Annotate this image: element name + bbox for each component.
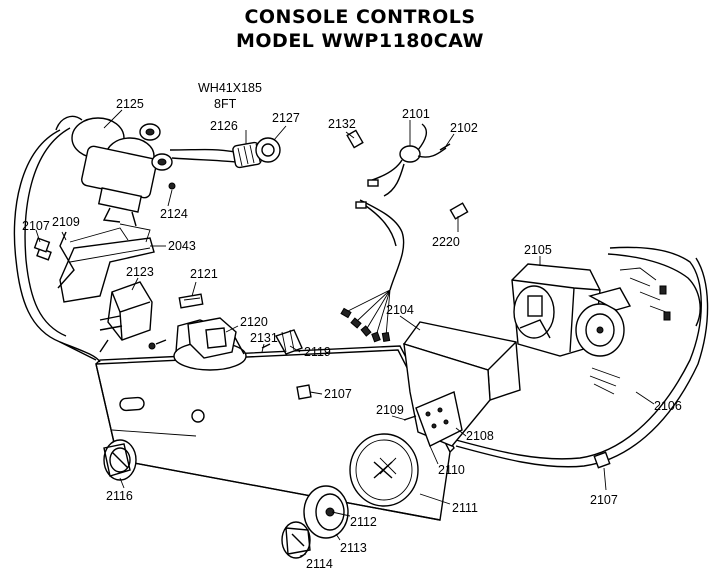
label-2132: 2132 <box>328 117 356 131</box>
model-number: MODEL WWP1180CAW <box>235 30 484 52</box>
wire-harness-loops <box>13 127 709 468</box>
connector-2220 <box>449 202 469 220</box>
label-2120: 2120 <box>240 315 268 329</box>
label-2131: 2131 <box>250 331 278 345</box>
label-2104: 2104 <box>386 303 414 317</box>
timer-2105 <box>511 253 701 395</box>
clip-2121 <box>178 293 204 309</box>
label-2125: 2125 <box>116 97 144 111</box>
knob-2114 <box>281 521 311 559</box>
label-2121: 2121 <box>190 267 218 281</box>
label-2127: 2127 <box>272 111 300 125</box>
label-2109-left: 2109 <box>52 215 80 229</box>
label-8ft: 8FT <box>214 97 237 111</box>
connector-2107-left <box>33 237 51 253</box>
label-2119: 2119 <box>304 345 331 359</box>
label-2101: 2101 <box>402 107 430 121</box>
label-2112: 2112 <box>350 515 377 529</box>
label-2126: 2126 <box>210 119 238 133</box>
label-2107-left: 2107 <box>22 219 50 233</box>
water-valve-assembly <box>55 115 237 227</box>
part-labels: 2125 WH41X185 8FT 2126 2127 2132 2101 21… <box>22 81 682 571</box>
bracket-2043 <box>36 223 155 303</box>
screw-2124 <box>168 182 176 190</box>
leader-lines <box>35 109 655 557</box>
label-2107-center: 2107 <box>324 387 352 401</box>
console-panel <box>95 345 455 521</box>
connector-2107-center <box>296 384 312 400</box>
diagram-title: CONSOLE CONTROLS <box>244 6 476 28</box>
label-2107-right: 2107 <box>590 493 618 507</box>
label-2109-right: 2109 <box>376 403 404 417</box>
label-2114: 2114 <box>306 557 333 571</box>
label-2106: 2106 <box>654 399 682 413</box>
label-2043: 2043 <box>168 239 196 253</box>
label-2108: 2108 <box>466 429 494 443</box>
pressure-switch-2120 <box>148 317 247 371</box>
label-2105: 2105 <box>524 243 552 257</box>
label-2110: 2110 <box>438 463 465 477</box>
harness-2101 <box>340 123 451 343</box>
label-2220: 2220 <box>432 235 460 249</box>
knob-2116 <box>103 439 137 481</box>
dial-2113 <box>303 485 349 539</box>
terminal-2132 <box>346 129 364 149</box>
connector-2107-right <box>593 451 611 469</box>
switch-2123 <box>99 281 153 353</box>
label-2111: 2111 <box>452 501 478 515</box>
label-2123: 2123 <box>126 265 154 279</box>
label-2124: 2124 <box>160 207 188 221</box>
label-wh41x185: WH41X185 <box>198 81 262 95</box>
label-2116: 2116 <box>106 489 133 503</box>
label-2102: 2102 <box>450 121 478 135</box>
hose-fitting <box>232 137 281 169</box>
label-2113: 2113 <box>340 541 367 555</box>
switch-block-2108 <box>403 391 463 447</box>
